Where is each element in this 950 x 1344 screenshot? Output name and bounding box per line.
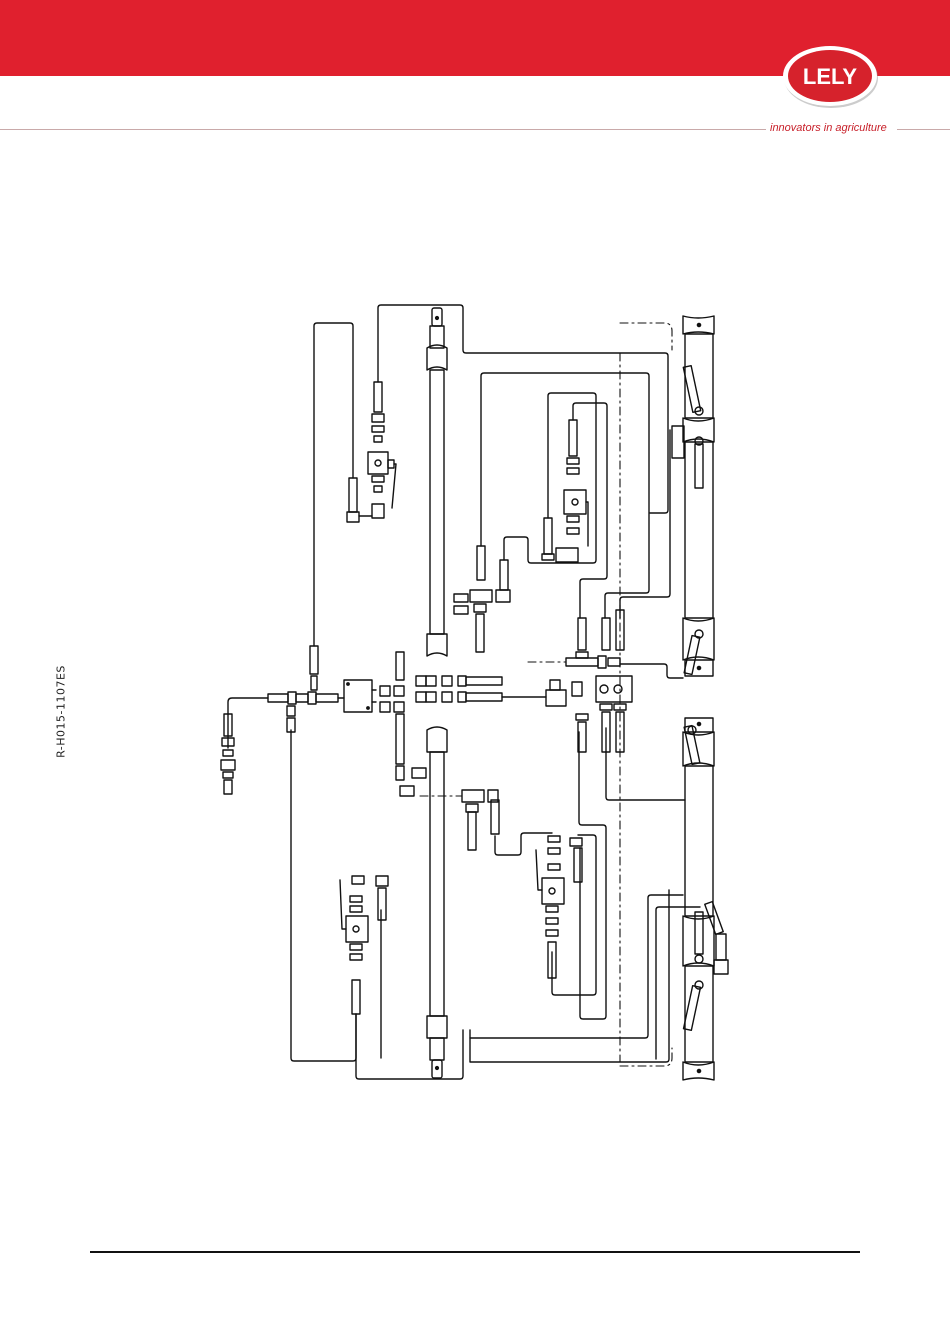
footer-rule [90,1251,860,1253]
frame-upper-right [683,316,714,676]
central-block [344,680,376,712]
valve-lower-left [340,786,499,1014]
valve-top-left [347,382,396,522]
valve-lower-middle [536,836,582,978]
pipes-top-left [314,305,683,678]
coupling-left [221,646,344,794]
distributor-block [572,610,632,752]
frame-lower-right [683,718,714,1080]
central-fittings [380,652,620,780]
pipes-bottom [291,728,700,1079]
cylinders-right [672,366,728,1031]
valve-upper-middle [454,420,588,652]
roller-bar-bottom [427,727,447,1078]
roller-bar-top [427,308,447,656]
